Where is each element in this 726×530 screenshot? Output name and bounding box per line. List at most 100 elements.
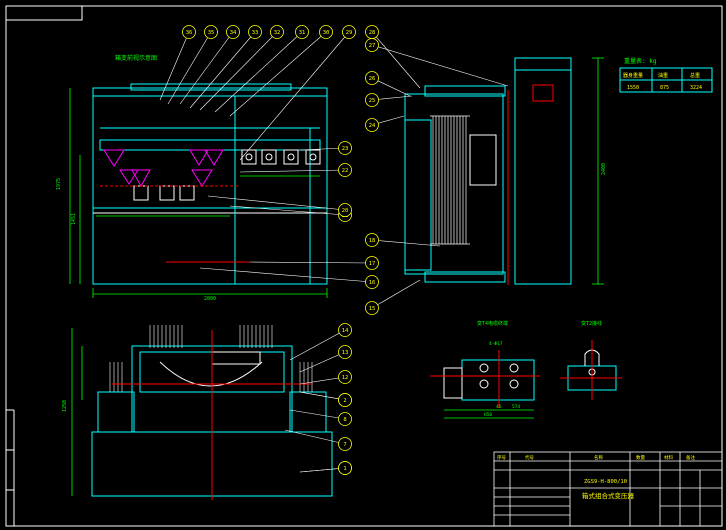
detail-right-title: 变T2接线 [581, 320, 602, 327]
callout-label-15: 15 [369, 306, 376, 312]
callout-leader-16 [199, 267, 373, 283]
callout-ring-20 [338, 203, 352, 217]
callout-label-18: 18 [369, 238, 376, 244]
callout-ring-16 [365, 275, 379, 289]
weight-value-1: 875 [660, 85, 669, 91]
callout-label-25: 25 [369, 98, 376, 104]
front-width-dim: 2800 [204, 296, 216, 302]
callout-leader-13 [299, 351, 346, 373]
weight-label: 重量表: kg [624, 57, 657, 65]
front-view [92, 83, 328, 285]
weight-header-1: 油重 [658, 72, 668, 79]
callout-ring-12 [338, 370, 352, 384]
callout-ring-7 [338, 437, 352, 451]
callout-label-31: 31 [299, 30, 306, 36]
callout-label-14: 14 [342, 328, 349, 334]
top-left-title-box [5, 5, 83, 21]
callout-ring-24 [365, 118, 379, 132]
fuse-group [103, 149, 224, 188]
detail-left-title: 变T4电缆终端 [477, 320, 508, 327]
callout-layer: 3635343332313029282726252423222120181716… [159, 25, 509, 475]
spacing-b: 574 [512, 404, 520, 410]
callout-ring-22 [338, 163, 352, 177]
callout-label-23: 23 [342, 146, 349, 152]
front-view-title: 箱变前视示意图 [115, 54, 157, 62]
callout-leader-29 [239, 31, 350, 161]
tb-header-3: 数量 [636, 454, 645, 461]
side-height-dim: 2400 [601, 163, 607, 175]
callout-ring-30 [319, 25, 333, 39]
radiator-fins [430, 115, 470, 245]
tb-header-4: 材料 [664, 454, 673, 461]
callout-leader-22 [239, 169, 346, 173]
callout-leader-33 [189, 31, 256, 109]
callout-ring-17 [365, 256, 379, 270]
callout-ring-33 [248, 25, 262, 39]
callout-ring-8 [338, 412, 352, 426]
callout-label-8: 8 [343, 417, 346, 423]
callout-leader-30 [229, 31, 327, 117]
callout-ring-29 [342, 25, 356, 39]
tb-header-1: 代号 [525, 454, 534, 461]
callout-label-24: 24 [369, 123, 376, 129]
callout-label-20: 20 [342, 208, 349, 214]
callout-label-26: 26 [369, 76, 376, 82]
callout-leader-12 [299, 376, 346, 385]
callout-label-7: 7 [343, 442, 346, 448]
base-height-dim: 1250 [62, 400, 68, 412]
tb-header-2: 名称 [594, 454, 603, 461]
callout-leader-21 [229, 205, 346, 216]
callout-ring-31 [295, 25, 309, 39]
plan-curve [159, 361, 263, 387]
callout-label-29: 29 [346, 30, 353, 36]
callout-leader-35 [167, 31, 212, 105]
plan-hatch [109, 325, 313, 392]
callout-leader-32 [199, 31, 278, 111]
callout-leader-20 [207, 195, 346, 211]
callout-ring-1 [338, 461, 352, 475]
callout-leader-8 [289, 409, 346, 420]
callout-ring-32 [270, 25, 284, 39]
callout-leader-7 [284, 429, 346, 445]
callout-label-17: 17 [369, 261, 376, 267]
tb-header-0: 序号 [497, 454, 506, 461]
callout-leader-26 [371, 77, 411, 97]
callout-leader-23 [299, 147, 346, 151]
weight-header-0: 器身重量 [623, 72, 643, 79]
tb-header-5: 备注 [686, 454, 695, 461]
weight-table [619, 67, 713, 93]
callout-ring-34 [226, 25, 240, 39]
callout-label-12: 12 [342, 375, 349, 381]
callout-label-22: 22 [342, 168, 349, 174]
callout-label-27: 27 [369, 43, 376, 49]
callout-leader-17 [249, 261, 373, 264]
weight-value-2: 3224 [690, 85, 702, 91]
callout-ring-18 [365, 233, 379, 247]
callout-label-13: 13 [342, 350, 349, 356]
callout-label-36: 36 [186, 30, 193, 36]
callout-ring-36 [182, 25, 196, 39]
callout-label-28: 28 [369, 30, 376, 36]
callout-leader-28 [371, 31, 421, 89]
callout-ring-14 [338, 323, 352, 337]
base-label: H50 [484, 412, 492, 418]
callout-leader-31 [214, 31, 303, 113]
callout-label-30: 30 [323, 30, 330, 36]
callout-label-34: 34 [230, 30, 237, 36]
weight-value-0: 1550 [627, 85, 639, 91]
callout-leader-2 [299, 391, 346, 401]
detail-left [443, 359, 535, 401]
callout-leader-14 [289, 329, 346, 361]
callout-ring-27 [365, 38, 379, 52]
callout-leader-36 [159, 31, 190, 101]
tb-model: ZGS9-H-800/10 [584, 479, 627, 485]
outer-frame [5, 5, 723, 527]
callout-leader-27 [371, 44, 509, 87]
callout-label-2: 2 [343, 398, 346, 404]
hole-label: 4-Φ17 [489, 341, 503, 347]
callout-leader-15 [371, 279, 421, 309]
callout-label-16: 16 [369, 280, 376, 286]
front-dims [69, 88, 328, 298]
callout-ring-35 [204, 25, 218, 39]
